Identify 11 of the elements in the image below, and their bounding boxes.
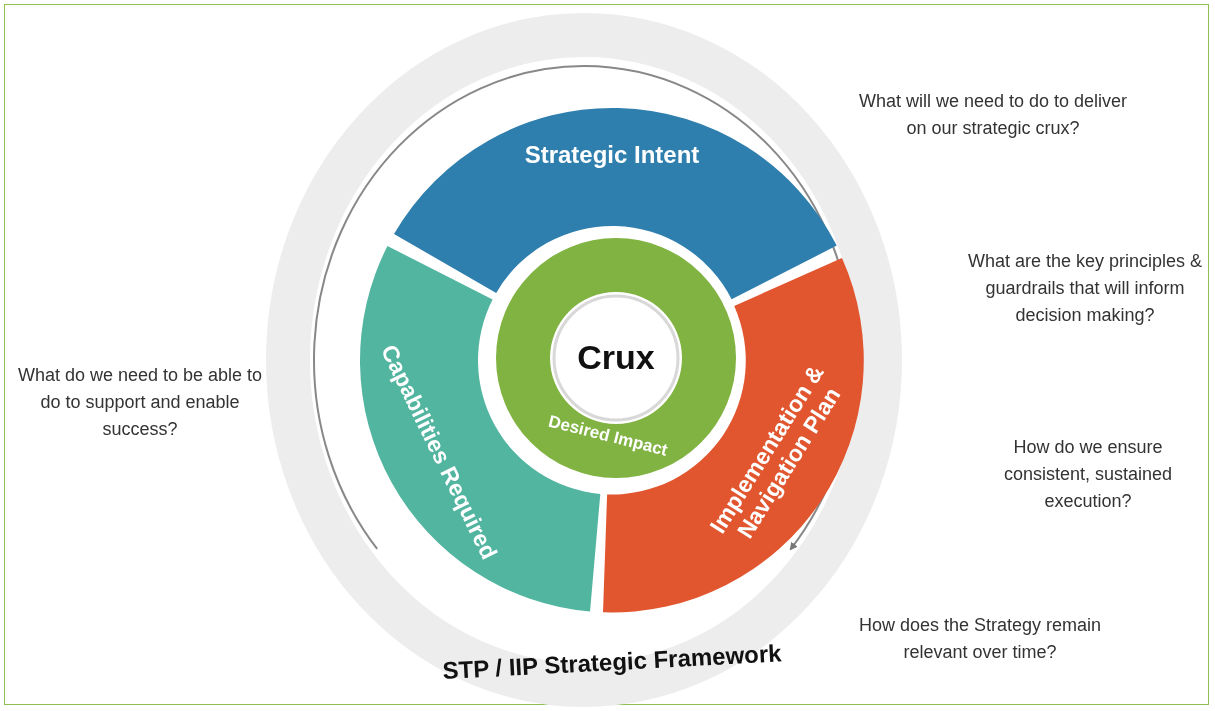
framework-ring: [266, 13, 902, 707]
intent-segment: [393, 108, 837, 300]
segment-label: Desired Impact: [545, 410, 671, 462]
question-text: What are the key principles & guardrails that will inform decision making?: [966, 250, 1204, 327]
question-text: How does the Strategy remain relevant over time?: [857, 614, 1103, 664]
segment-label: Strategic Intent: [523, 141, 701, 169]
segment-label: Crux: [576, 338, 656, 378]
question-text: What do we need to be able to do to support and enable success?: [16, 364, 264, 441]
question-text: How do we ensure consistent, sustained execution?: [1002, 436, 1174, 513]
framework-title: STP / IIP Strategic Framework: [440, 638, 784, 687]
question-text: What will we need to do to deliver on our strategic crux?: [858, 90, 1128, 140]
